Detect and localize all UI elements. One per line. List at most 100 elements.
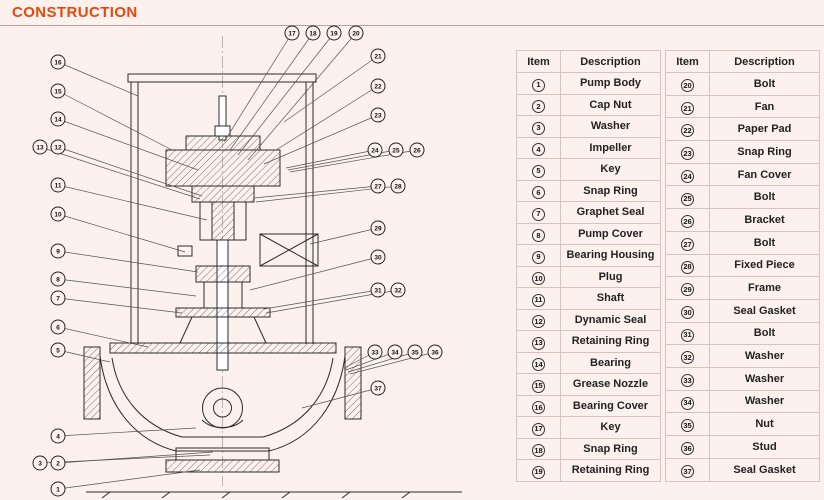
- item-number-badge: 1: [532, 78, 545, 92]
- diagram-callout-number: 24: [371, 147, 379, 154]
- diagram-callout-37: [370, 380, 386, 396]
- item-column-header: Item: [665, 50, 710, 73]
- diagram-callout-number: 25: [392, 147, 400, 154]
- diagram-callout-9: [50, 243, 66, 259]
- item-description: Cap Nut: [560, 93, 661, 116]
- header-divider: [0, 25, 824, 26]
- item-description: Seal Gasket: [709, 298, 820, 323]
- diagram-callout-number: 16: [54, 59, 62, 66]
- diagram-callout-12: [50, 139, 66, 155]
- item-number-cell: 26: [665, 208, 710, 232]
- diagram-callout-number: 13: [36, 144, 44, 151]
- item-description: Fan: [709, 94, 820, 119]
- item-description: Stud: [709, 435, 820, 459]
- item-number-badge: 10: [532, 272, 545, 285]
- item-number-badge: 29: [681, 283, 694, 297]
- item-number-cell: 30: [665, 298, 710, 323]
- item-number-cell: 14: [516, 351, 561, 374]
- item-number-badge: 20: [681, 79, 694, 93]
- item-number-badge: 22: [681, 124, 694, 138]
- item-description: Frame: [709, 276, 820, 300]
- item-number-cell: 24: [665, 162, 710, 187]
- diagram-callout-8: [50, 271, 66, 287]
- parts-table-row: 19 Retaining Ring: [516, 459, 661, 482]
- diagram-callout-7: [50, 290, 66, 306]
- diagram-callout-number: 19: [330, 30, 338, 37]
- pump-cross-section-svg: 1234567891011121314151617181920212223242…: [32, 25, 462, 499]
- diagram-callout-number: 37: [374, 385, 382, 392]
- item-description: Bolt: [709, 72, 820, 96]
- item-number-cell: 11: [516, 287, 561, 310]
- item-number-cell: 34: [665, 389, 710, 414]
- item-description: Fan Cover: [709, 162, 820, 187]
- item-number-cell: 13: [516, 330, 561, 353]
- diagram-callout-26: [409, 142, 425, 158]
- item-description: Bolt: [709, 185, 820, 210]
- item-number-badge: 32: [681, 351, 694, 365]
- item-number-cell: 19: [516, 459, 561, 482]
- diagram-callout-number: 35: [411, 349, 419, 356]
- diagram-callout-number: 15: [54, 88, 62, 95]
- item-description: Fixed Piece: [709, 253, 820, 278]
- diagram-callout-number: 5: [56, 347, 60, 354]
- item-number-badge: 3: [532, 121, 545, 135]
- diagram-callout-number: 2: [56, 460, 60, 467]
- item-description: Retaining Ring: [560, 330, 661, 353]
- item-number-cell: 33: [665, 366, 710, 391]
- item-number-badge: 21: [681, 101, 694, 115]
- item-number-badge: 12: [532, 315, 545, 328]
- diagram-callout-25: [388, 142, 404, 158]
- diagram-callout-17: [284, 25, 300, 41]
- diagram-callout-23: [370, 107, 386, 123]
- item-description: Bracket: [709, 208, 820, 232]
- diagram-callout-number: 14: [54, 116, 62, 123]
- diagram-callout-32: [390, 282, 406, 298]
- item-description: Washer: [709, 344, 820, 368]
- diagram-callout-2: [50, 455, 66, 471]
- item-number-cell: 32: [665, 344, 710, 368]
- diagram-callout-35: [407, 344, 423, 360]
- item-number-cell: 22: [665, 117, 710, 142]
- parts-table-row: 1 Pump Body: [516, 72, 661, 95]
- item-description: Bearing Cover: [560, 394, 661, 417]
- item-description: Nut: [709, 412, 820, 436]
- diagram-callout-number: 21: [374, 53, 382, 60]
- page-title: CONSTRUCTION: [12, 4, 138, 21]
- item-description: Seal Gasket: [709, 457, 820, 482]
- item-number-cell: 8: [516, 222, 561, 245]
- pump-drawing: [83, 36, 462, 499]
- description-column-header: Description: [560, 50, 661, 73]
- item-description: Pump Body: [560, 72, 661, 95]
- item-number-badge: 23: [681, 147, 694, 161]
- diagram-callout-33: [367, 344, 383, 360]
- diagram-callout-5: [50, 342, 66, 358]
- diagram-callout-21: [370, 48, 386, 64]
- diagram-callout-number: 6: [56, 324, 60, 331]
- item-description: Pump Cover: [560, 222, 661, 245]
- item-number-badge: 28: [681, 260, 694, 274]
- item-number-cell: 6: [516, 179, 561, 202]
- item-description: Retaining Ring: [560, 459, 661, 482]
- item-number-badge: 19: [532, 465, 545, 479]
- item-number-cell: 15: [516, 373, 561, 396]
- item-description: Bearing: [560, 351, 661, 374]
- diagram-callout-number: 9: [56, 248, 60, 255]
- item-number-badge: 37: [681, 464, 694, 478]
- parts-table-row: 28 Fixed Piece: [665, 253, 820, 278]
- item-number-cell: 28: [665, 253, 710, 278]
- item-description: Bolt: [709, 230, 820, 255]
- diagram-callout-number: 12: [54, 144, 62, 151]
- item-number-badge: 8: [532, 229, 545, 242]
- item-number-badge: 33: [681, 374, 694, 388]
